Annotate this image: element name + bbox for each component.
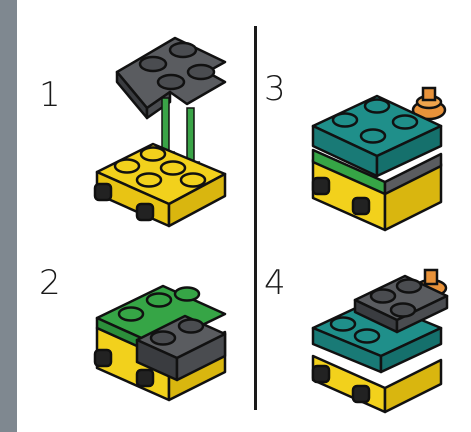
- gray-l-plate: [115, 36, 227, 120]
- teal-brick: [311, 94, 443, 178]
- step-number-4: 4: [264, 263, 286, 303]
- yellow-brick: [93, 142, 227, 228]
- instruction-page: 1 2 3 4: [17, 0, 471, 432]
- step-number-2: 2: [39, 263, 61, 303]
- teal-brick: [311, 298, 443, 374]
- column-divider: [254, 26, 257, 410]
- step-4-illustration: [311, 268, 449, 414]
- step-number-3: 3: [264, 69, 286, 109]
- step-number-1: 1: [39, 75, 61, 115]
- step-1-illustration: [93, 36, 227, 228]
- gray-plate: [135, 314, 227, 382]
- orange-stud: [411, 86, 447, 121]
- yellow-base: [311, 354, 443, 414]
- yellow-base: [311, 148, 443, 232]
- gray-tile: [353, 274, 449, 334]
- step-2-illustration: [93, 284, 227, 402]
- green-plate: [95, 284, 227, 358]
- step-3-illustration: [311, 86, 447, 232]
